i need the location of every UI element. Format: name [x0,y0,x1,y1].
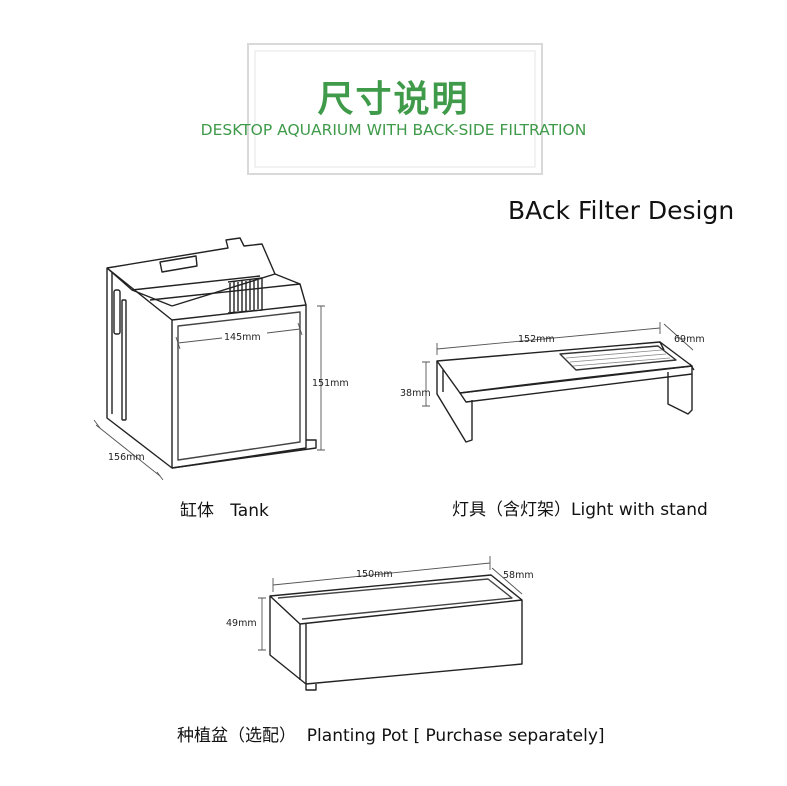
title-frame [247,43,543,175]
light-height-dim: 38mm [400,388,431,399]
light-width-dim: 69mm [674,334,705,345]
tank-height-dim: 151mm [312,378,349,389]
light-drawing [436,341,695,443]
tank-depth-dim: 156mm [108,452,145,463]
light-length-dim: 152mm [518,334,555,345]
tank-drawing [106,237,317,469]
tank-label: 缸体 Tank [180,501,269,521]
section-heading: BAck Filter Design [508,196,735,225]
light-label: 灯具（含灯架）Light with stand [452,500,708,520]
pot-width-dim: 58mm [503,570,534,581]
tank-width-dim: 145mm [224,332,261,343]
pot-length-dim: 150mm [356,569,393,580]
page-subtitle: DESKTOP AQUARIUM WITH BACK-SIDE FILTRATI… [200,121,587,139]
pot-drawing [269,574,523,691]
pot-height-dim: 49mm [226,618,257,629]
pot-label: 种植盆（选配） Planting Pot [ Purchase separate… [177,726,605,746]
page-title: 尺寸说明 [317,79,470,120]
